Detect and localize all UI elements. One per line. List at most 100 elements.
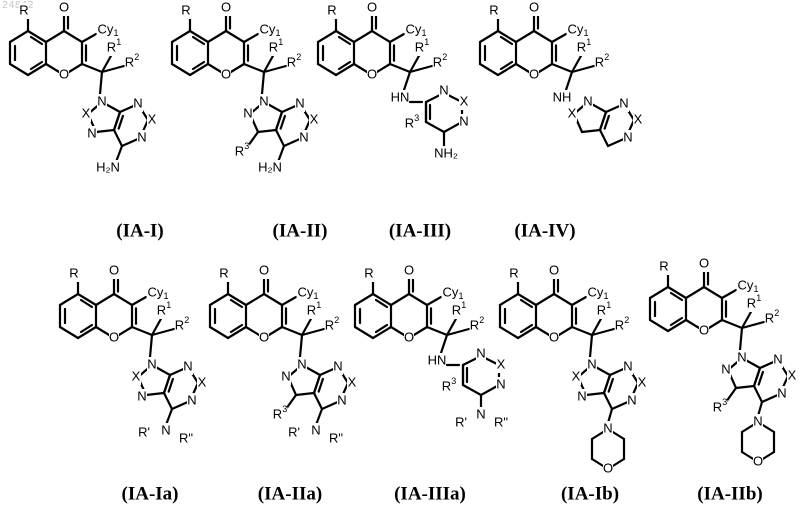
bond (164, 393, 172, 409)
morpholine-nitrogen: N (753, 413, 762, 428)
double-bond (605, 116, 609, 129)
bond (372, 31, 390, 42)
bond (552, 64, 572, 72)
bond (572, 297, 586, 305)
bond (114, 130, 122, 146)
bond (226, 31, 244, 42)
bond (722, 290, 736, 298)
bond (426, 122, 444, 132)
r-prime: R' (138, 424, 150, 439)
carbonyl-oxygen: O (367, 0, 377, 14)
bond (10, 31, 28, 42)
bond (132, 297, 146, 305)
r-double-prime: R" (494, 414, 508, 429)
bond (427, 297, 441, 305)
bond (409, 294, 427, 305)
bond (146, 393, 164, 395)
ring-oxygen: O (367, 66, 377, 81)
amine-nitrogen: N (161, 422, 170, 437)
r-substituent: R (364, 265, 373, 280)
bond (172, 31, 190, 42)
compound-label: (IA-IIIa) (394, 483, 466, 504)
bond (318, 64, 336, 75)
x-atom: X (638, 374, 647, 389)
ring-nitrogen: N (295, 95, 304, 110)
compound-IA-Ib: OORCy1R1R2NXNNXNNO (500, 262, 647, 477)
r-substituent: R (489, 2, 498, 17)
bond (572, 327, 592, 335)
r-substituent: R (509, 265, 518, 280)
bond (441, 335, 447, 353)
bond (390, 64, 410, 72)
r-double-prime: R" (179, 430, 193, 445)
bond (82, 34, 96, 42)
bond (650, 320, 668, 331)
amino-group: H₂N (258, 159, 282, 174)
bond (722, 320, 742, 328)
ring-nitrogen: N (587, 356, 596, 371)
bond (262, 72, 264, 94)
bond (82, 64, 102, 72)
bond (463, 385, 481, 395)
bond (132, 327, 152, 335)
compound-label: (IA-IIb) (697, 483, 762, 504)
ring-nitrogen: N (496, 376, 505, 391)
x-atom: X (310, 111, 319, 126)
bond (114, 294, 132, 305)
bond (582, 130, 600, 132)
carbonyl-oxygen: O (699, 255, 709, 270)
ring-atom: X (82, 105, 91, 120)
ring-nitrogen: N (187, 392, 196, 407)
r-substituent: R (219, 265, 228, 280)
bond (248, 132, 258, 146)
carbonyl-oxygen: O (549, 262, 559, 277)
x-atom: X (634, 111, 643, 126)
double-bond (759, 372, 763, 385)
compound-label: (IA-III) (389, 220, 451, 241)
carbonyl-oxygen: O (259, 262, 269, 277)
ring-nitrogen: N (87, 125, 96, 140)
bond (282, 327, 302, 335)
bond (391, 294, 409, 305)
bond (355, 294, 373, 305)
carbonyl-oxygen: O (529, 0, 539, 14)
amino-group: NH₂ (434, 145, 458, 160)
bond (554, 294, 572, 305)
x-atom: X (198, 374, 207, 389)
r-substituent: R (659, 258, 668, 273)
ring-nitrogen: N (439, 82, 448, 97)
ring-atom: X (132, 368, 141, 383)
ring-nitrogen: N (97, 93, 106, 108)
ring-oxygen: O (549, 329, 559, 344)
ring-oxygen: O (529, 66, 539, 81)
ring-oxygen: O (59, 66, 69, 81)
ring-nitrogen: N (137, 129, 146, 144)
bond (704, 287, 722, 298)
compound-IA-II: OORCy1R1R2NNR3NXNH₂N (172, 0, 319, 176)
ring-nitrogen: N (773, 351, 782, 366)
bond (276, 130, 284, 146)
bond (404, 72, 410, 90)
ring-nitrogen: N (623, 129, 632, 144)
nh-linker: HN (428, 352, 447, 367)
ring-atom: N (281, 368, 290, 383)
nh-linker: HN (391, 89, 410, 104)
x-atom: X (460, 93, 469, 108)
compound-label: (IA-IIa) (258, 483, 322, 504)
bond (264, 294, 282, 305)
nh-linker: NH (553, 89, 572, 104)
bond (566, 72, 572, 90)
morpholine-nitrogen: N (603, 420, 612, 435)
amine-nitrogen: N (311, 422, 320, 437)
double-bond (319, 379, 323, 392)
amine-nitrogen: N (476, 406, 485, 421)
bond (500, 294, 518, 305)
morpholine-oxygen: O (753, 453, 763, 468)
compound-label: (IA-Ia) (122, 483, 179, 504)
ring-oxygen: O (404, 329, 414, 344)
bond (258, 130, 276, 132)
bond (480, 64, 498, 75)
r-substituent: R (181, 2, 190, 17)
bond (318, 31, 336, 42)
